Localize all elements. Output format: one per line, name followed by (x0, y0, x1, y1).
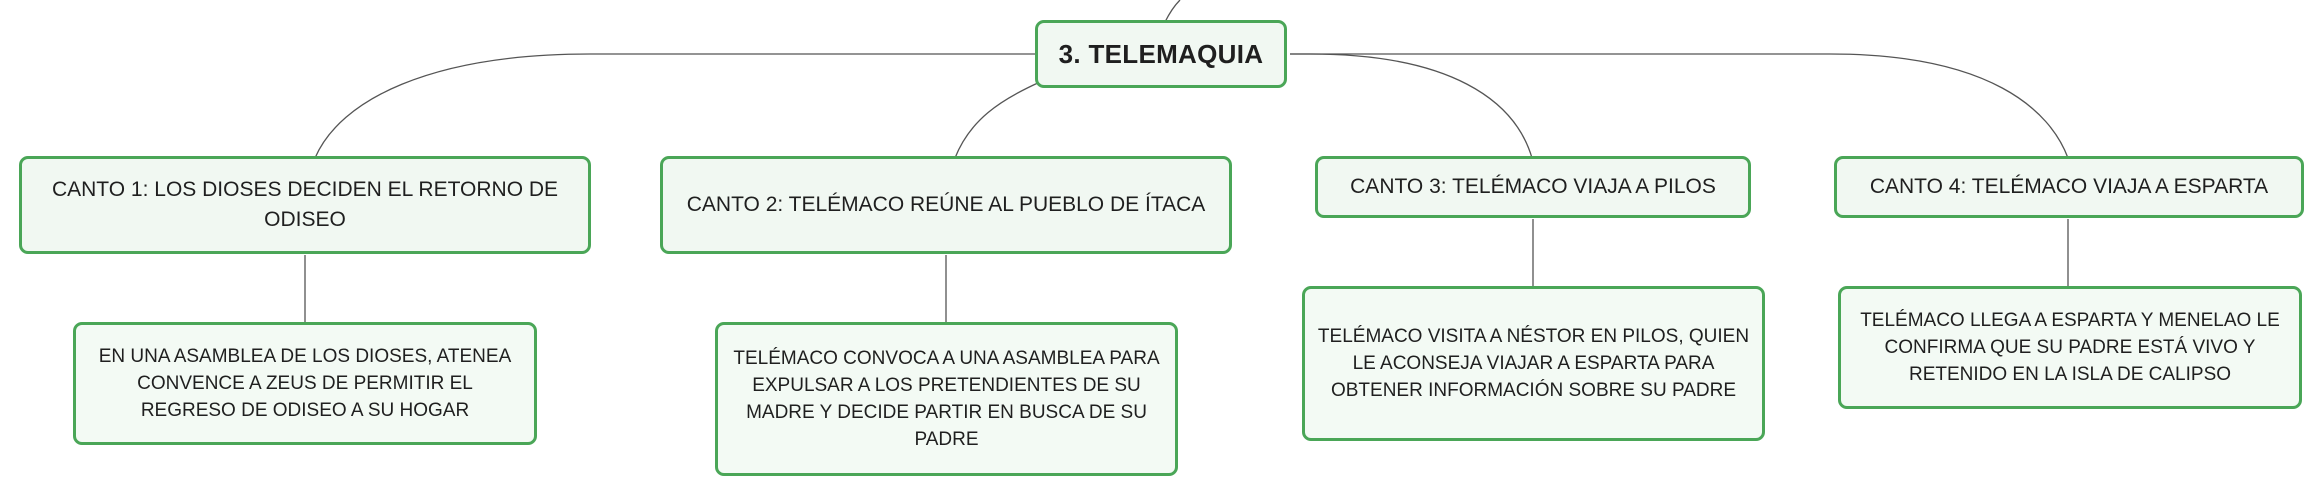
connector-root-canto-4 (1290, 53, 2069, 159)
canto-1-node[interactable]: CANTO 1: LOS DIOSES DECIDEN EL RETORNO D… (19, 156, 591, 254)
canto-1-label: CANTO 1: LOS DIOSES DECIDEN EL RETORNO D… (51, 178, 559, 231)
connector-root-canto-2 (954, 81, 1041, 159)
canto-4-label: CANTO 4: TELÉMACO VIAJA A ESPARTA (1869, 175, 2269, 198)
canto-4-node[interactable]: CANTO 4: TELÉMACO VIAJA A ESPARTA (1834, 156, 2304, 218)
canto-4-detail-node[interactable]: TELÉMACO LLEGA A ESPARTA Y MENELAO LE CO… (1838, 286, 2302, 409)
canto-3-detail-text: TELÉMACO VISITA A NÉSTOR EN PILOS, QUIEN… (1317, 326, 1750, 401)
connector-parent (1164, 0, 1181, 23)
canto-2-detail-node[interactable]: TELÉMACO CONVOCA A UNA ASAMBLEA PARA EXP… (715, 322, 1178, 476)
canto-3-detail-node[interactable]: TELÉMACO VISITA A NÉSTOR EN PILOS, QUIEN… (1302, 286, 1765, 441)
connector-root-canto-1 (314, 53, 1040, 159)
root-topic[interactable]: 3. TELEMAQUIA (1035, 20, 1287, 88)
canto-3-node[interactable]: CANTO 3: TELÉMACO VIAJA A PILOS (1315, 156, 1751, 218)
canto-2-label: CANTO 2: TELÉMACO REÚNE AL PUEBLO DE ÍTA… (686, 193, 1206, 216)
canto-4-detail-text: TELÉMACO LLEGA A ESPARTA Y MENELAO LE CO… (1860, 310, 2280, 385)
root-topic-label: 3. TELEMAQUIA (1058, 38, 1264, 69)
canto-3-label: CANTO 3: TELÉMACO VIAJA A PILOS (1350, 175, 1716, 198)
canto-2-detail-text: TELÉMACO CONVOCA A UNA ASAMBLEA PARA EXP… (733, 348, 1160, 450)
connector-root-canto-3 (1290, 53, 1533, 159)
canto-1-detail-text: EN UNA ASAMBLEA DE LOS DIOSES, ATENEA CO… (98, 346, 512, 421)
canto-1-detail-node[interactable]: EN UNA ASAMBLEA DE LOS DIOSES, ATENEA CO… (73, 322, 537, 445)
canto-2-node[interactable]: CANTO 2: TELÉMACO REÚNE AL PUEBLO DE ÍTA… (660, 156, 1232, 254)
